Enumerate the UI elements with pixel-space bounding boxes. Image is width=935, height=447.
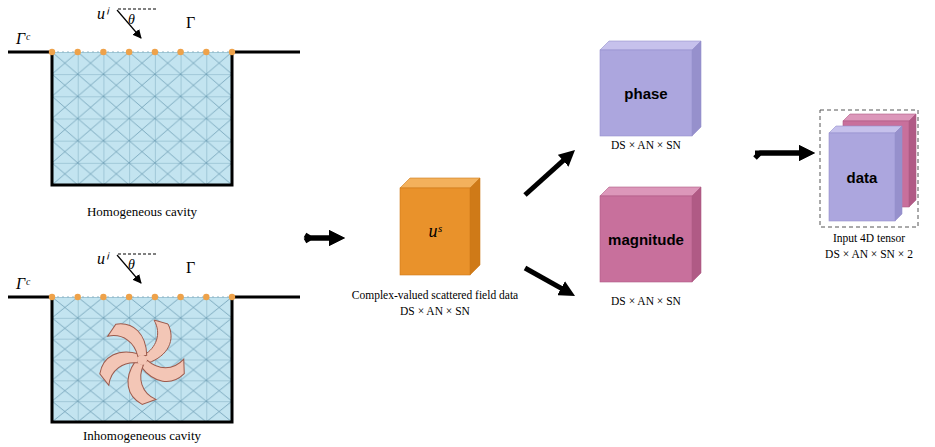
symbol-label: Γ [186,259,195,277]
tensor-block: dataInput 4D tensor DS × AN × SN × 2 [815,100,925,265]
symbol-label: uⁱ [97,247,108,269]
cavity-node: Inhomogeneous cavity [5,241,305,447]
data-block: uˢComplex-valued scattered field data DS … [345,168,525,328]
homogeneous-cavity [8,9,300,185]
cavity-node: Homogeneous cavity [5,0,305,235]
symbol-label: Γᶜ [16,275,29,293]
inhomogeneous-cavity [8,254,300,422]
symbol-label: Γ [186,14,195,32]
flow-arrow [755,153,805,158]
dashed-outline [820,110,918,227]
box-label: phase [624,85,667,102]
box-label: uˢ [429,221,442,242]
box-label: data [847,169,878,186]
box-label: magnitude [608,231,684,248]
symbol-label: θ [128,12,135,28]
flow-arrow [305,238,335,241]
flow-arrow [525,268,566,291]
cuboid [829,126,902,221]
caption: DS × AN × SN × 2 [825,248,913,260]
cuboid [400,178,480,275]
cuboid [600,41,701,136]
caption: DS × AN × SN [611,139,681,151]
symbol-label: θ [128,257,135,273]
caption: DS × AN × SN [611,295,681,307]
pinwheel-scatterer [95,320,189,409]
symbol-label: uⁱ [97,2,108,24]
caption: Inhomogeneous cavity [83,428,201,444]
flow-arrow [525,157,568,195]
caption: Homogeneous cavity [87,204,197,220]
block-shape [345,168,525,328]
cuboid [600,187,701,282]
symbol-label: Γᶜ [16,30,29,48]
caption: Input 4D tensor [833,232,905,244]
data-block: magnitude DS × AN × SN [575,158,755,318]
caption: Complex-valued scattered field data [352,289,518,301]
caption: DS × AN × SN [400,305,470,317]
data-block: phase DS × AN × SN [575,28,755,156]
